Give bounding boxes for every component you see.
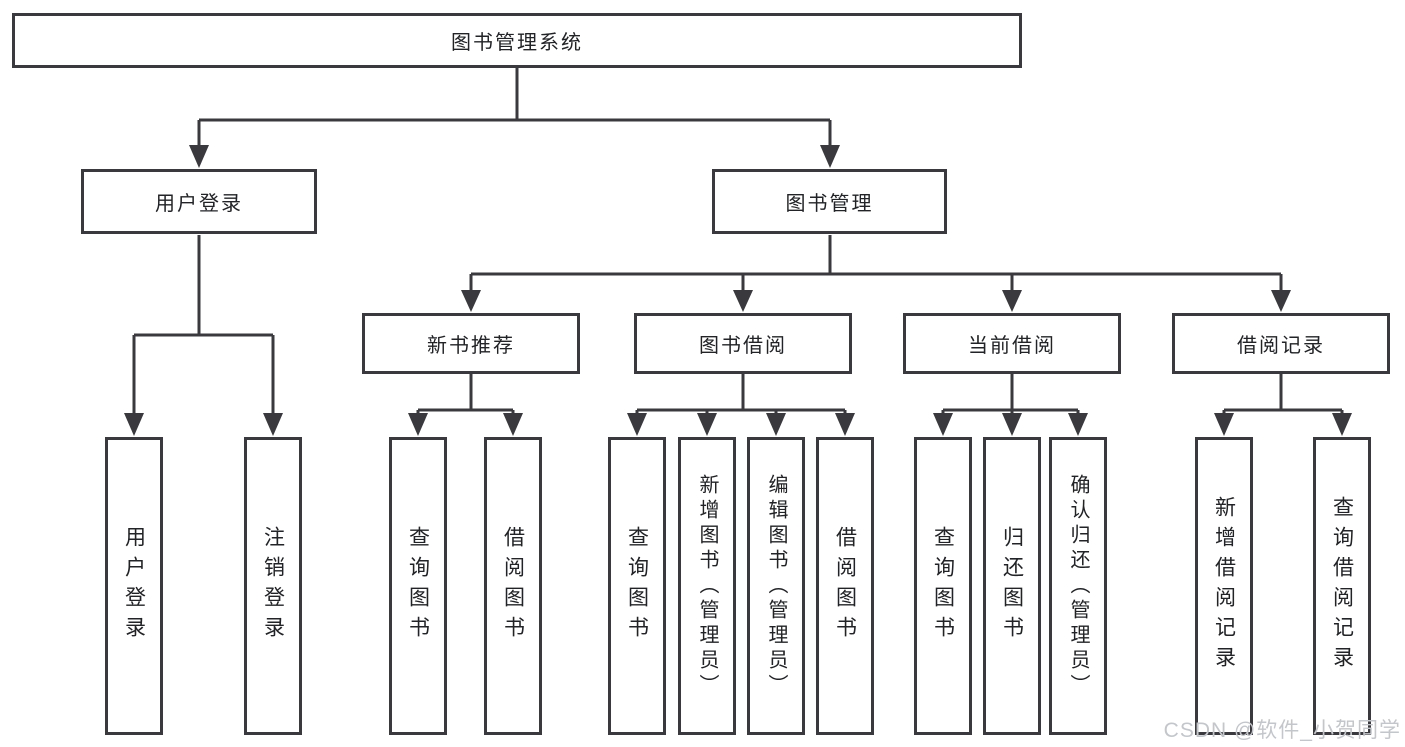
node-label: 借阅记录: [1237, 335, 1325, 357]
node-book-borrow: 图书借阅: [634, 313, 852, 374]
node-leaf-edit-books-admin: 编辑图书（管理员）: [747, 437, 805, 735]
node-leaf-borrow-books: 借阅图书: [816, 437, 874, 735]
node-label: 查询借阅记录: [1330, 496, 1354, 676]
node-leaf-query-books-borrow: 查询图书: [608, 437, 666, 735]
node-label: 新书推荐: [427, 335, 515, 357]
node-user-login: 用户登录: [81, 169, 317, 234]
node-label: 借阅图书: [833, 526, 857, 646]
watermark: CSDN @软件_小贺同学: [1163, 719, 1401, 742]
node-label: 图书管理系统: [451, 32, 583, 54]
node-leaf-query-borrow-record: 查询借阅记录: [1313, 437, 1371, 735]
node-leaf-add-books-admin: 新增图书（管理员）: [678, 437, 736, 735]
node-label: 编辑图书（管理员）: [765, 473, 787, 699]
node-leaf-return-books: 归还图书: [983, 437, 1041, 735]
node-current-borrow: 当前借阅: [903, 313, 1121, 374]
node-label: 新增图书（管理员）: [696, 473, 718, 699]
node-library-management-system: 图书管理系统: [12, 13, 1022, 68]
node-new-book-recommend: 新书推荐: [362, 313, 580, 374]
node-label: 查询图书: [406, 526, 430, 646]
node-borrow-records: 借阅记录: [1172, 313, 1390, 374]
node-label: 图书借阅: [699, 335, 787, 357]
node-label: 用户登录: [155, 193, 243, 215]
node-label: 查询图书: [931, 526, 955, 646]
node-label: 新增借阅记录: [1212, 496, 1236, 676]
node-leaf-confirm-return-admin: 确认归还（管理员）: [1049, 437, 1107, 735]
node-leaf-add-borrow-record: 新增借阅记录: [1195, 437, 1253, 735]
node-book-management: 图书管理: [712, 169, 947, 234]
node-leaf-user-login: 用户登录: [105, 437, 163, 735]
node-label: 确认归还（管理员）: [1067, 473, 1089, 699]
node-leaf-query-books-recommend: 查询图书: [389, 437, 447, 735]
node-label: 注销登录: [261, 526, 285, 646]
node-label: 用户登录: [122, 526, 146, 646]
node-label: 借阅图书: [501, 526, 525, 646]
node-label: 查询图书: [625, 526, 649, 646]
node-label: 图书管理: [785, 193, 874, 215]
node-label: 当前借阅: [968, 335, 1056, 357]
node-leaf-query-books-current: 查询图书: [914, 437, 972, 735]
node-label: 归还图书: [1000, 526, 1024, 646]
node-leaf-logout: 注销登录: [244, 437, 302, 735]
node-leaf-borrow-books-recommend: 借阅图书: [484, 437, 542, 735]
